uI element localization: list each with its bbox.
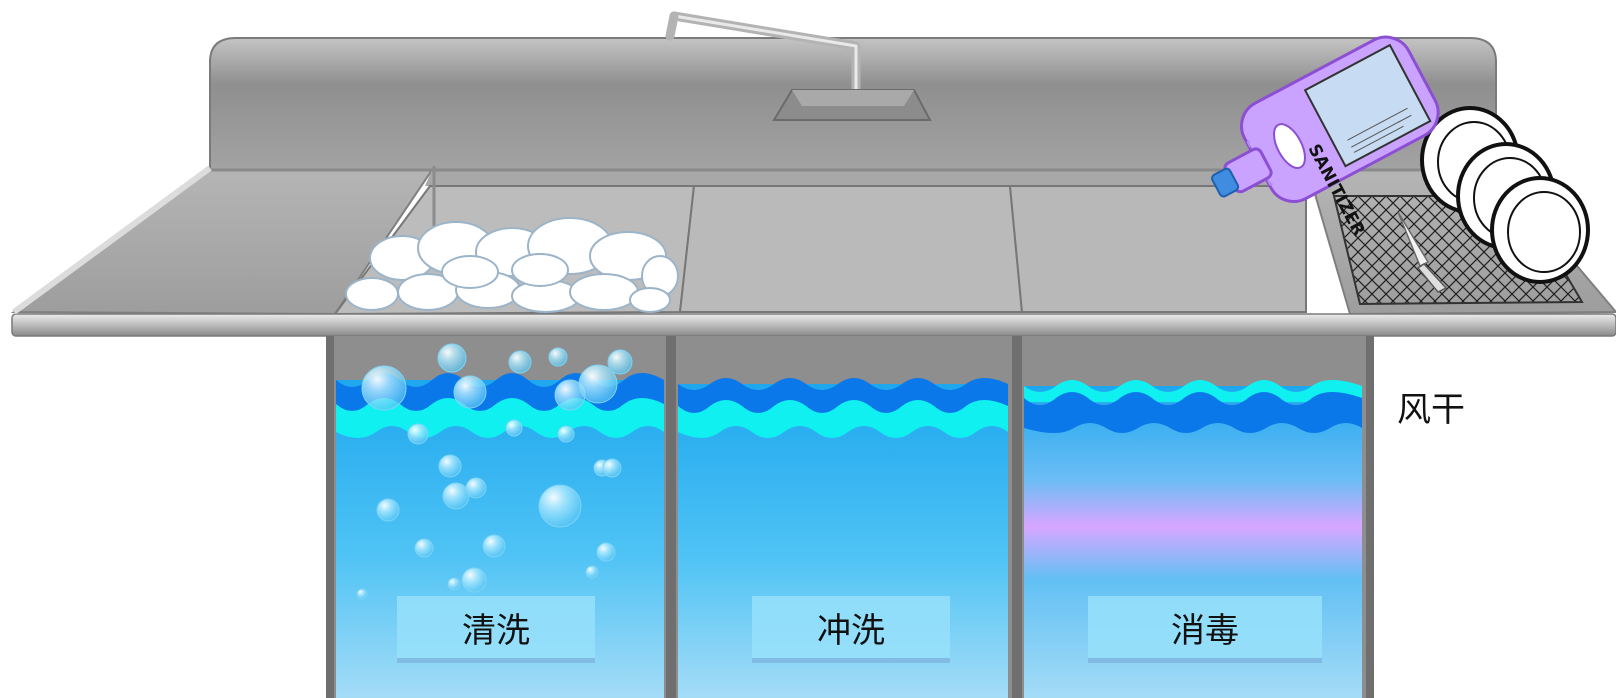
rinse-label: 冲洗: [752, 596, 950, 658]
wash-label: 清洗: [397, 596, 595, 658]
sink-front-rim: [12, 314, 1616, 336]
sanitize-label: 消毒: [1088, 596, 1322, 658]
sink-back-deck: [425, 170, 1308, 186]
air-dry-label: 风干: [1397, 382, 1465, 431]
